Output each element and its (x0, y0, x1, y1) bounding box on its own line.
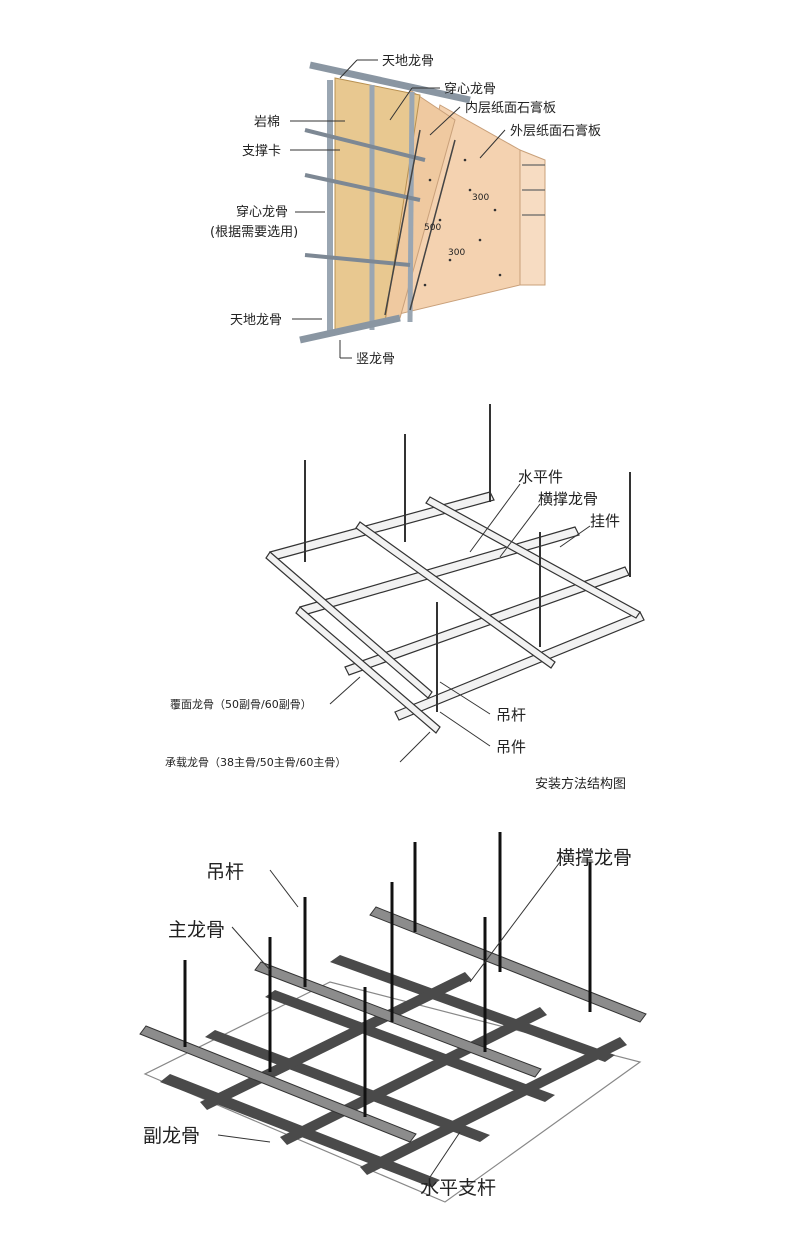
label-secondary-keel: 副龙骨 (143, 1125, 200, 1147)
bottom-track (299, 314, 401, 344)
main-keels (139, 906, 647, 1143)
label-hanger: 吊件 (496, 738, 526, 756)
dim-300-a: 300 (472, 193, 489, 203)
label-rock-wool: 岩棉 (254, 115, 280, 130)
top-track (309, 61, 471, 104)
label-horizontal-piece: 水平件 (518, 468, 563, 486)
ceiling2-hanger-rods (183, 832, 592, 1117)
dim-300-b: 300 (448, 248, 465, 258)
wall-svg: 300 500 300 天地龙骨 穿心龙骨 内层纸面石膏板 外层纸面石膏板 岩棉… (210, 54, 601, 367)
ceiling2-svg: 吊杆 横撑龙骨 主龙骨 副龙骨 水平支杆 (139, 832, 647, 1203)
ceiling1-hanger-rods (304, 404, 631, 712)
ceiling1-svg: 水平件 横撑龙骨 挂件 覆面龙骨（50副骨/60副骨） 吊杆 吊件 承载龙骨（3… (165, 404, 645, 792)
ceiling1-keels (265, 491, 645, 734)
dim-500: 500 (424, 223, 441, 233)
label-cross-brace: 横撑龙骨 (538, 490, 598, 508)
diagram-caption: 安装方法结构图 (535, 776, 626, 792)
label-top-track: 天地龙骨 (382, 54, 434, 69)
label-hanger-rod-2: 吊杆 (206, 861, 244, 883)
label-load-keel: 承载龙骨（38主骨/50主骨/60主骨） (165, 756, 346, 769)
screw-dots (423, 158, 502, 287)
label-support-clip: 支撑卡 (242, 144, 281, 159)
label-hanger-clip: 挂件 (590, 512, 620, 530)
ceiling-keel-grid-diagram: 吊杆 横撑龙骨 主龙骨 副龙骨 水平支杆 (0, 812, 790, 1252)
wall-structure-diagram: 300 500 300 天地龙骨 穿心龙骨 内层纸面石膏板 外层纸面石膏板 岩棉… (0, 0, 790, 380)
through-stud-3 (304, 253, 411, 267)
label-cross-brace-2: 横撑龙骨 (556, 847, 632, 869)
ceiling-install-diagram: 水平件 横撑龙骨 挂件 覆面龙骨（50副骨/60副骨） 吊杆 吊件 承载龙骨（3… (0, 392, 790, 802)
label-hanger-rod: 吊杆 (496, 706, 526, 724)
through-stud-1 (304, 128, 426, 162)
board-edge (519, 149, 546, 286)
label-cover-keel: 覆面龙骨（50副骨/60副骨） (170, 698, 312, 711)
label-through-stud-note: (根据需要选用) (210, 225, 298, 240)
label-vertical-stud: 竖龙骨 (356, 352, 395, 367)
label-horizontal-strut: 水平支杆 (420, 1177, 496, 1199)
label-through-stud-upper: 穿心龙骨 (444, 81, 496, 97)
label-inner-board: 内层纸面石膏板 (465, 100, 556, 116)
label-outer-board: 外层纸面石膏板 (510, 123, 601, 139)
label-main-keel: 主龙骨 (168, 919, 225, 941)
label-through-stud-left: 穿心龙骨 (236, 204, 288, 220)
vertical-stud-3 (407, 91, 415, 323)
label-bottom-track: 天地龙骨 (230, 313, 282, 328)
through-stud-2 (304, 173, 421, 202)
